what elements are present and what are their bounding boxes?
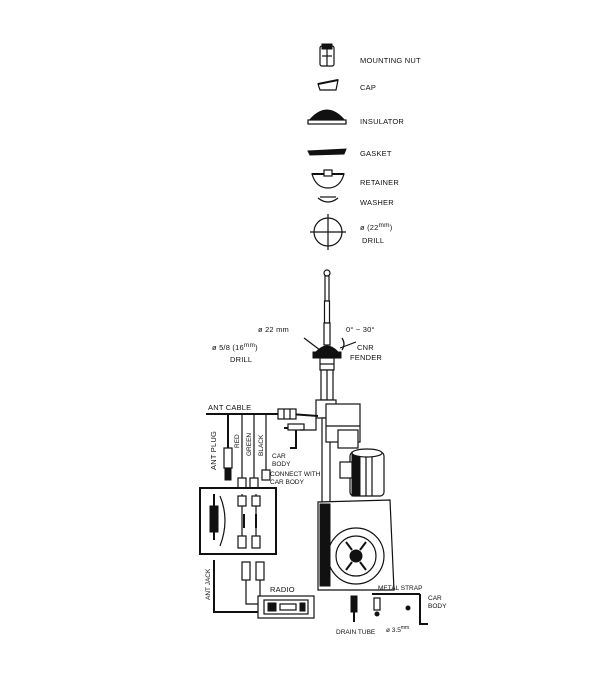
radio-harness-icon	[209, 494, 261, 549]
ant-plug-label: ANT PLUG	[209, 431, 218, 470]
telescopic-mast-icon	[323, 275, 331, 346]
car-body-bottom-2: BODY	[428, 603, 447, 610]
car-body-bottom-1: CAR	[428, 595, 442, 602]
retainer-icon	[311, 169, 345, 189]
radio-unit-icon	[257, 595, 315, 619]
ant-jack-icon	[213, 560, 265, 613]
mount-nut-assembled-icon	[312, 345, 342, 371]
drill-58-unit: mm	[244, 342, 255, 349]
retainer-label: RETAINER	[360, 178, 399, 187]
drill-58-dia: ø 5/8 (16	[212, 343, 244, 352]
exploded-parts: MOUNTING NUT CAP INSULATOR GASKET RETAIN…	[306, 43, 421, 250]
ant-plug-icon	[223, 447, 233, 481]
washer-icon	[317, 196, 339, 203]
cnr-label: CNR	[357, 343, 374, 352]
wiring: ANT CABLE ANT PLUG RED GREEN BLACK CAR B…	[199, 403, 321, 619]
mast-tip-icon	[323, 269, 331, 277]
drain-tube-label: DRAIN TUBE	[336, 629, 376, 636]
antenna-assembly: ø 22 mm 0° ~ 30° CNR FENDER ø 5/8 (16mm)…	[212, 269, 395, 591]
drill-22-unit: mm	[379, 222, 390, 229]
gasket-label: GASKET	[360, 149, 392, 158]
angle-label: 0° ~ 30°	[346, 325, 375, 334]
car-body-label-1: CAR	[272, 453, 286, 460]
green-wire-label: GREEN	[246, 433, 253, 456]
drill-58-dia-label: ø 5/8 (16mm)	[212, 342, 258, 352]
connect-car-body-2: CAR BODY	[270, 479, 305, 486]
cable-connector-icon	[277, 408, 297, 420]
fender-label: FENDER	[350, 353, 382, 362]
gear-housing-icon	[325, 403, 361, 449]
mounting-nut-icon	[319, 43, 335, 67]
red-wire-label: RED	[234, 434, 241, 448]
drain-tube-icon	[350, 595, 358, 622]
drill-22-label: DRILL	[362, 236, 384, 245]
drill-58-label: DRILL	[230, 355, 252, 364]
motor-icon	[339, 448, 385, 497]
car-body-label-2: BODY	[272, 461, 291, 468]
mounting-details: METAL STRAP CAR BODY DRAIN TUBE ø 3.5mm	[336, 585, 447, 636]
radio-label: RADIO	[270, 585, 295, 594]
drill-22-dia: ø (22	[360, 223, 379, 232]
drill-58-close: )	[255, 343, 258, 352]
radio-harness-box	[199, 487, 277, 555]
metal-strap-icon	[372, 593, 428, 625]
reel-housing-icon	[317, 499, 395, 591]
ant-cable-label: ANT CABLE	[208, 403, 251, 412]
dia-35: ø 3.5	[386, 627, 401, 634]
insulator-label: INSULATOR	[360, 117, 404, 126]
dia-35-label: ø 3.5mm	[386, 625, 409, 634]
dia-22mm-label: ø 22 mm	[258, 325, 289, 334]
cap-icon	[317, 79, 339, 91]
drill-22-close: )	[390, 223, 393, 232]
mounting-nut-label: MOUNTING NUT	[360, 56, 421, 65]
dia-35-unit: mm	[401, 625, 409, 631]
washer-label: WASHER	[360, 198, 394, 207]
gasket-icon	[307, 148, 347, 156]
drill-hole-icon	[310, 214, 346, 250]
cap-label: CAP	[360, 83, 376, 92]
insulator-icon	[306, 109, 348, 125]
metal-strap-label: METAL STRAP	[378, 585, 422, 592]
ant-jack-label: ANT JACK	[205, 568, 212, 600]
drill-22-dia-label: ø (22mm)	[360, 222, 393, 232]
fender-angle-icon	[303, 337, 357, 351]
connect-car-body-1: CONNECT WITH	[270, 471, 321, 478]
black-wire-label: BLACK	[258, 434, 265, 456]
car-body-clamp-icon	[284, 418, 317, 449]
